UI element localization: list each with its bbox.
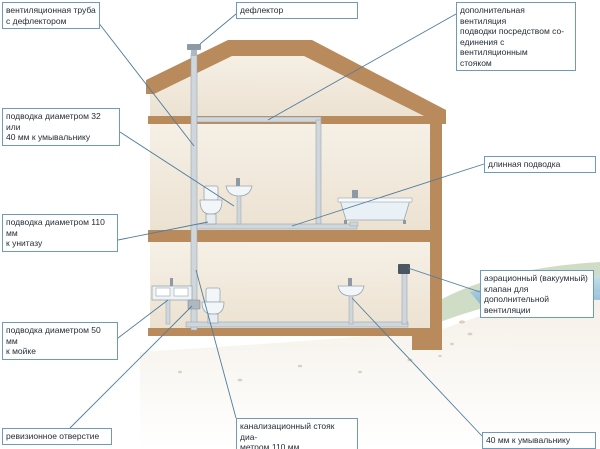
leader-sink [117,299,169,339]
label-long-supply: длинная подводка [484,156,596,173]
washbasin-lower-icon [337,278,365,325]
leader-long-supply [291,163,485,227]
aeration-riser [401,271,408,325]
right-wall [430,116,442,348]
label-revision: ревизионное отверстие [2,428,112,445]
kitchen-sink-icon [151,278,193,325]
foundation [412,336,442,350]
second-floor-drain [196,223,358,230]
leader-washbasin-upper [119,131,235,207]
roof-outline [146,40,446,122]
leader-lines [69,13,485,437]
label-aeration-valve: аэрационный (вакуумный) клапан для допол… [480,270,594,318]
deflector-icon [187,44,201,50]
extra-vent-pipe-horizontal [196,116,322,123]
aeration-valve-icon [398,264,410,274]
label-sink-50: подводка диаметром 50 мм к мойке [2,322,118,360]
label-extra-vent: дополнительная вентиляция подводки посре… [456,2,576,71]
leader-extra-vent [267,13,457,121]
leader-toilet [117,221,209,241]
leader-aeration [407,267,481,293]
leader-washbasin-lower [351,297,483,437]
label-sewer-riser: канализационный стояк диа- метром 110 мм [236,418,358,449]
first-floor-drain [185,321,409,328]
first-floor-wall [150,242,436,328]
extra-vent-pipe-vertical [315,119,322,225]
leader-revision [69,305,193,429]
attic-wall [150,52,440,116]
leader-riser [195,269,237,419]
toilet-upper-icon [199,185,223,225]
ground-floor-slab [148,328,442,336]
leader-vent-pipe [97,21,195,147]
leader-deflector [199,13,237,45]
label-washbasin-40: 40 мм к умывальнику [482,432,596,449]
ground [140,286,600,449]
middle-floor-slab [148,230,442,242]
deflector-neck [191,50,197,56]
label-washbasin-32-40: подводка диаметром 32 или 40 мм к умывал… [2,108,120,146]
washbasin-upper-icon [225,178,253,225]
label-deflector: дефлектор [236,2,358,19]
label-vent-pipe: вентиляционная труба с дефлектором [2,2,100,29]
label-toilet-110: подводка диаметром 110 мм к унитазу [2,214,118,252]
